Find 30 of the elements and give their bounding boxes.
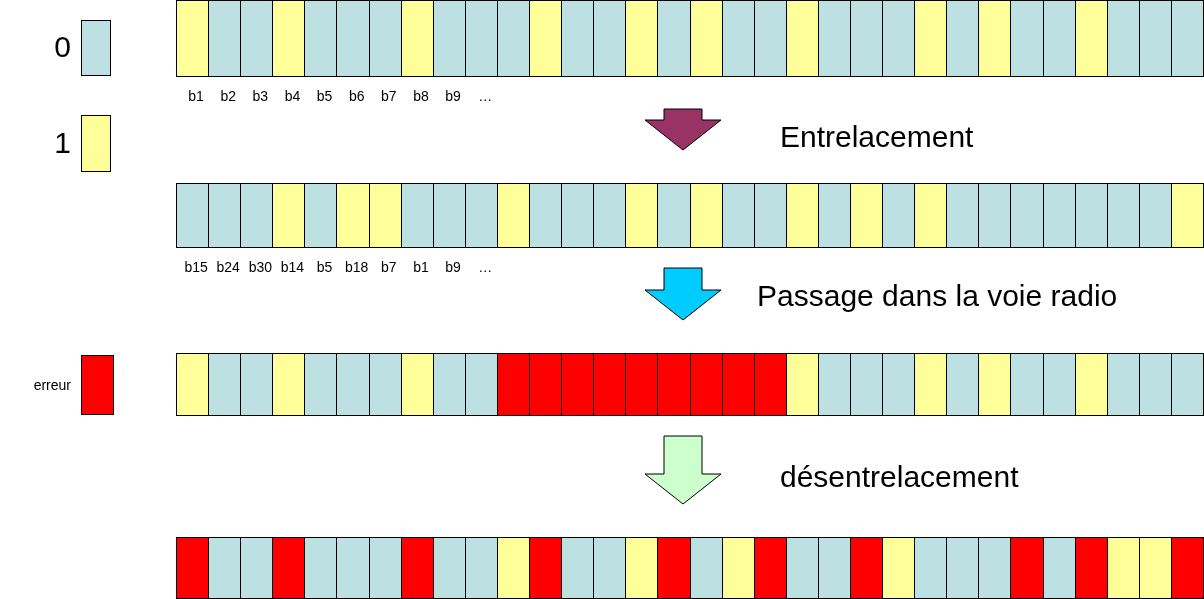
bit-label: b3 [252,88,269,104]
bit-label: … [478,259,493,275]
bit-label: b1 [413,259,429,275]
block-arrow [644,435,722,505]
bit-label: b9 [445,259,461,275]
legend-label: 1 [54,125,71,160]
legend-label: erreur [33,376,71,393]
bit-sequence [176,0,1204,77]
bit-label: b9 [445,88,461,104]
bit-sequence [176,183,1204,248]
legend-label: 0 [54,30,71,64]
bit-label: b8 [413,88,429,104]
bit-label: b14 [280,259,305,275]
bit-label: b18 [345,259,369,275]
bit-sequence [176,537,1204,599]
bit-label: b15 [184,259,208,275]
block-arrow [644,267,722,321]
bit-label: b30 [248,259,272,275]
bit-label: … [478,88,493,104]
bit-label: b5 [316,259,333,275]
bit-sequence [176,353,1204,416]
bit-label: b4 [284,88,301,104]
bit-label: b7 [381,88,397,104]
block-arrow [644,108,722,151]
bit-label: b24 [216,259,240,275]
bit-label: b5 [316,88,333,104]
bit-label: b7 [381,259,397,275]
bit-label: b1 [188,88,204,104]
bit-label: b6 [348,88,365,104]
bit-label: b2 [220,88,236,104]
